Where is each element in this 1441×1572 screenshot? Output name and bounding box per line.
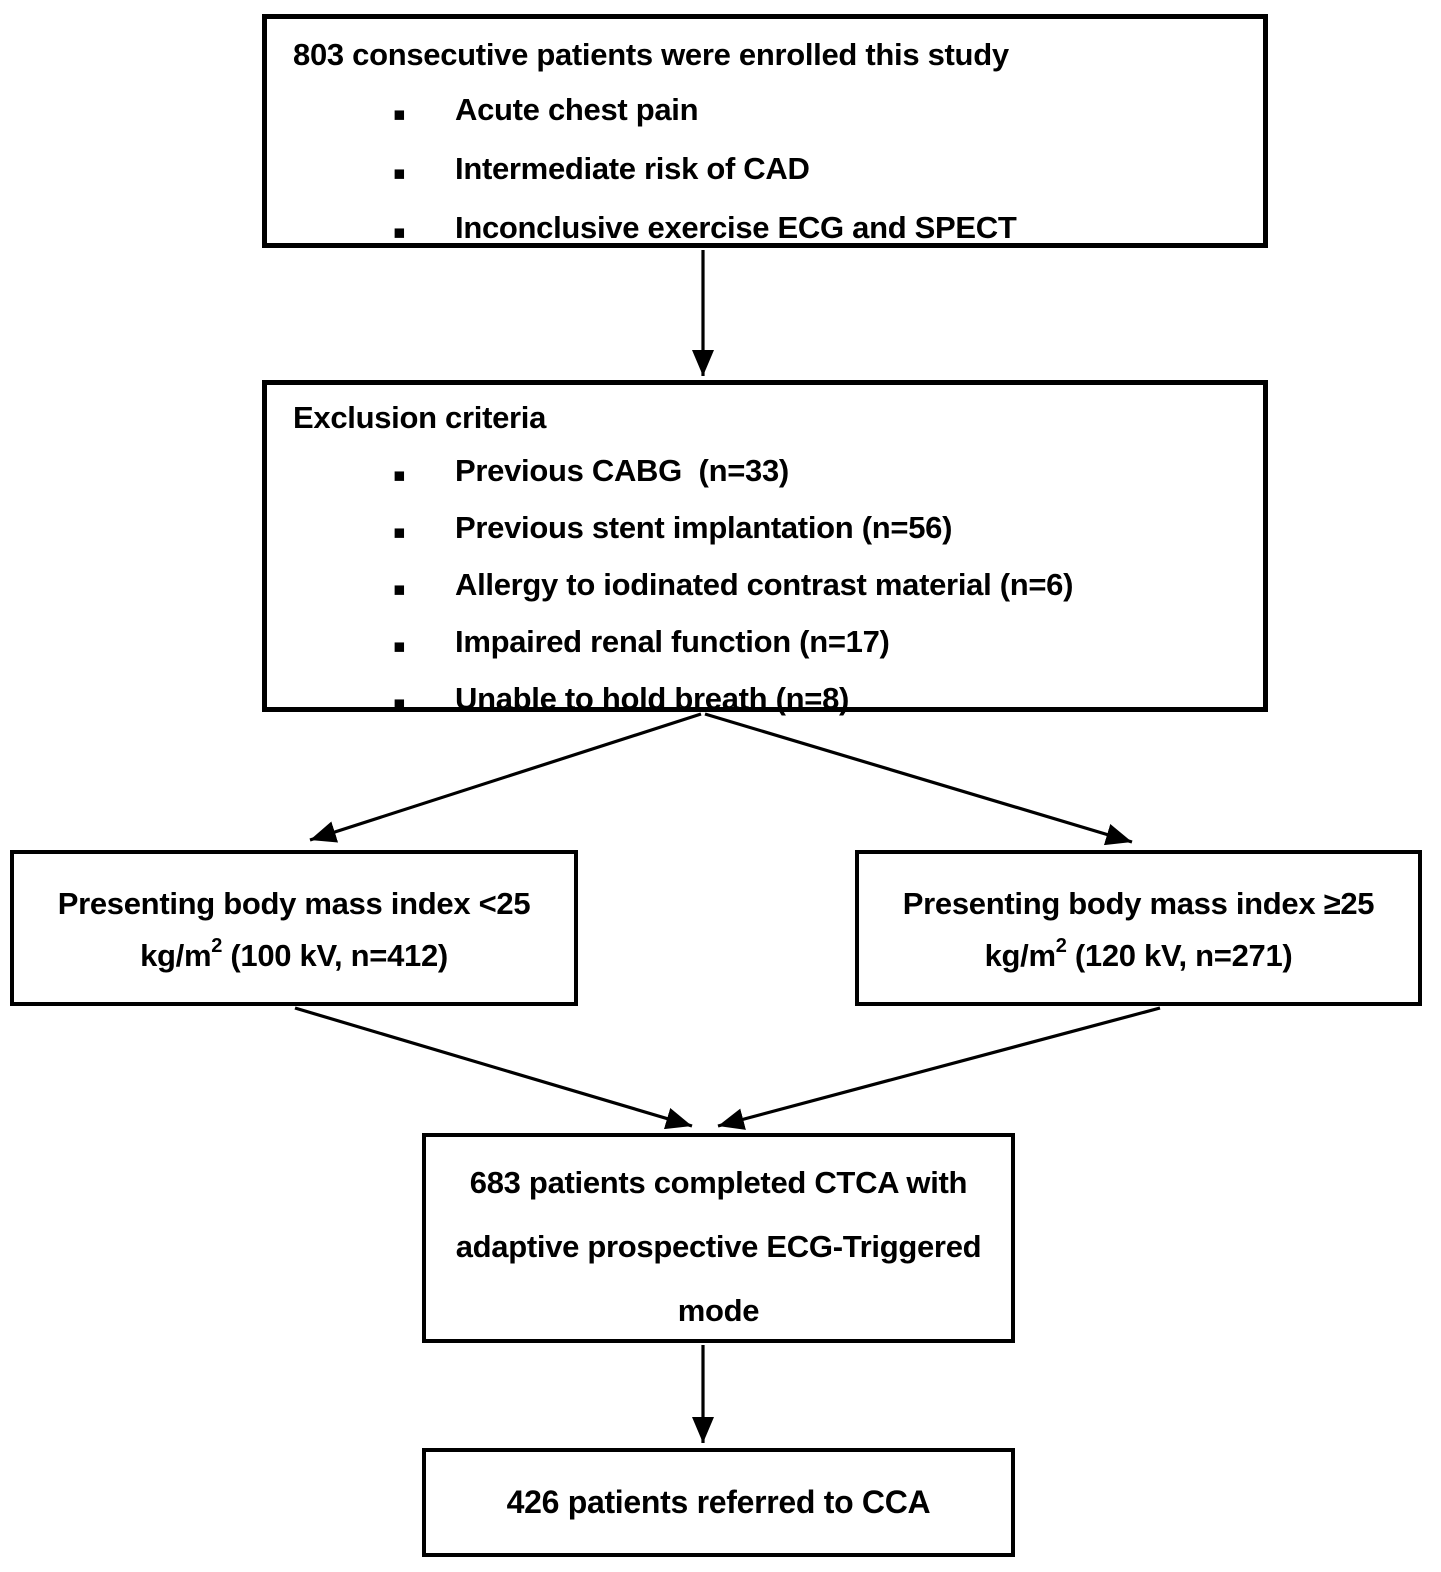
- enrollment-item-label: Acute chest pain: [455, 92, 699, 127]
- exclusion-box: Exclusion criteria ▪ Previous CABG (n=33…: [262, 380, 1268, 716]
- list-item: ▪ Acute chest pain: [393, 90, 1237, 134]
- list-item: ▪ Unable to hold breath (n=8): [393, 679, 1237, 723]
- exclusion-item-label: Allergy to iodinated contrast material (…: [455, 567, 1074, 602]
- cca-text: 426 patients referred to CCA: [506, 1484, 931, 1520]
- bmi-high-box: Presenting body mass index ≥25 kg/m2 (12…: [855, 850, 1422, 1006]
- exclusion-title: Exclusion criteria: [293, 400, 547, 435]
- enrollment-item-label: Intermediate risk of CAD: [455, 151, 810, 186]
- ctca-line: adaptive prospective ECG-Triggered: [455, 1229, 982, 1264]
- cca-box: 426 patients referred to CCA: [422, 1448, 1015, 1557]
- bmi-low-line1: Presenting body mass index <25: [57, 886, 531, 921]
- arrow-exclusion-to-bmi-high: [704, 712, 1133, 846]
- arrow-bmi-low-to-ctca: [294, 1006, 693, 1130]
- list-item: ▪ Allergy to iodinated contrast material…: [393, 565, 1237, 609]
- bmi-high-line2: kg/m2 (120 kV, n=271): [859, 930, 1418, 982]
- bullet-square-icon: ▪: [393, 103, 406, 125]
- bmi-low-unit-sup: 2: [211, 935, 223, 957]
- bullet-square-icon: ▪: [393, 464, 406, 486]
- bullet-square-icon: ▪: [393, 221, 406, 243]
- arrow-bmi-high-to-ctca: [717, 1006, 1161, 1130]
- bmi-low-line2: kg/m2 (100 kV, n=412): [14, 930, 574, 982]
- list-item: ▪ Impaired renal function (n=17): [393, 622, 1237, 666]
- bmi-high-unit: kg/m: [984, 938, 1056, 973]
- exclusion-item-label: Impaired renal function (n=17): [455, 624, 890, 659]
- bmi-high-unit-sup: 2: [1055, 935, 1067, 957]
- enrollment-box: 803 consecutive patients were enrolled t…: [262, 14, 1268, 248]
- enrollment-title: 803 consecutive patients were enrolled t…: [293, 37, 1009, 72]
- bmi-low-box: Presenting body mass index <25 kg/m2 (10…: [10, 850, 578, 1006]
- bullet-square-icon: ▪: [393, 578, 406, 600]
- arrow-exclusion-to-bmi-low: [309, 712, 702, 843]
- bmi-high-line1: Presenting body mass index ≥25: [902, 886, 1375, 921]
- bmi-high-detail: (120 kV, n=271): [1066, 938, 1293, 973]
- bullet-square-icon: ▪: [393, 635, 406, 657]
- exclusion-item-label: Unable to hold breath (n=8): [455, 681, 850, 716]
- list-item: ▪ Previous CABG (n=33): [393, 451, 1237, 495]
- bmi-low-unit: kg/m: [140, 938, 212, 973]
- ctca-line: mode: [677, 1293, 760, 1328]
- exclusion-item-label: Previous CABG (n=33): [455, 453, 789, 488]
- ctca-box: 683 patients completed CTCA with adaptiv…: [422, 1133, 1015, 1343]
- enrollment-item-label: Inconclusive exercise ECG and SPECT: [455, 210, 1017, 245]
- ctca-line: 683 patients completed CTCA with: [469, 1165, 968, 1200]
- list-item: ▪ Inconclusive exercise ECG and SPECT: [393, 208, 1237, 252]
- exclusion-item-label: Previous stent implantation (n=56): [455, 510, 953, 545]
- bullet-square-icon: ▪: [393, 692, 406, 714]
- list-item: ▪ Previous stent implantation (n=56): [393, 508, 1237, 552]
- bullet-square-icon: ▪: [393, 521, 406, 543]
- bullet-square-icon: ▪: [393, 162, 406, 184]
- bmi-low-detail: (100 kV, n=412): [222, 938, 448, 973]
- list-item: ▪ Intermediate risk of CAD: [393, 149, 1237, 193]
